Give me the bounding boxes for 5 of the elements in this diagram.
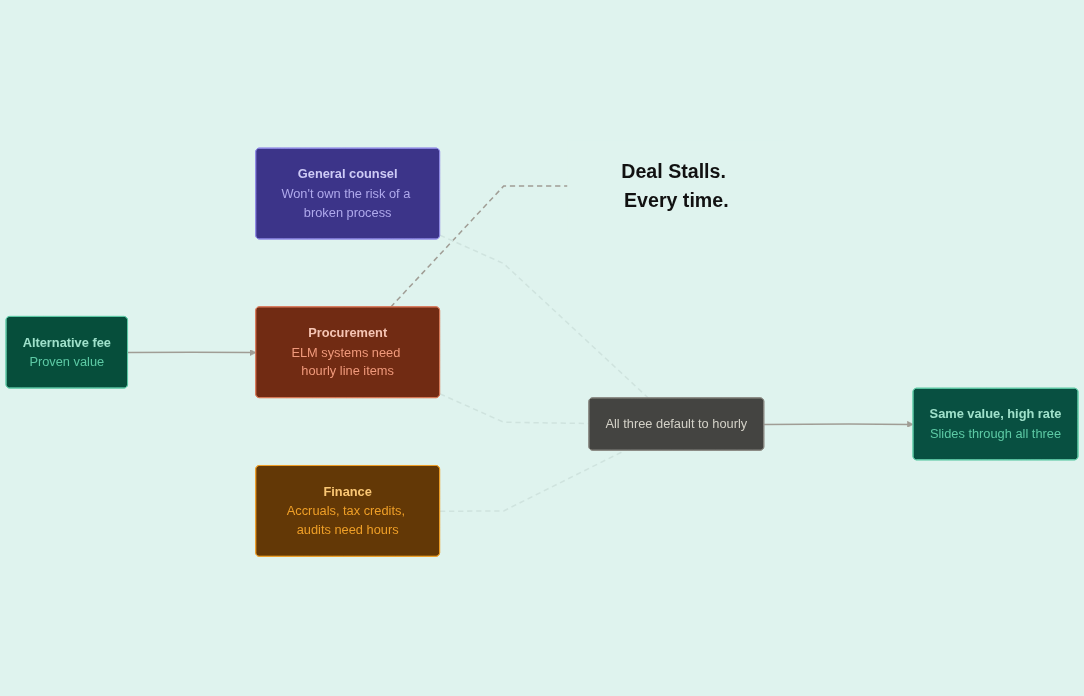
arrow [127,349,257,356]
arrow [763,420,914,428]
connector [389,185,569,308]
connector [439,234,650,399]
node-text: Deal Stalls. Every time. [621,159,729,212]
